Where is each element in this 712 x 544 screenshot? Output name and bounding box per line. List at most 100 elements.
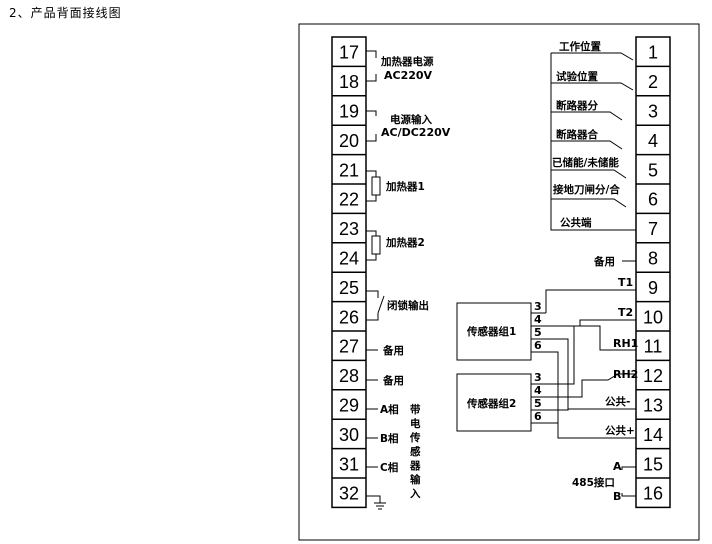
wire-4	[551, 140, 623, 150]
label-t2: T2	[618, 306, 633, 319]
wire-26	[366, 313, 379, 321]
sensor2-pin-6: 6	[534, 410, 542, 423]
terminal-21[interactable]: 21	[339, 160, 359, 180]
terminal-8[interactable]: 8	[648, 249, 658, 269]
label-rs485-b: B	[613, 490, 621, 503]
wire-32	[366, 495, 381, 503]
sensor1-pin-4: 4	[534, 313, 542, 326]
label-working-position: 工作位置	[559, 40, 601, 53]
sensor1-pin-6: 6	[534, 339, 542, 352]
sensor-wiring	[531, 289, 636, 439]
left-terminal-strip: 17 18 19 20 21 22 23 24 25 26 27 28 29 30 31 32	[331, 36, 367, 509]
sensor1-pin-5: 5	[534, 326, 542, 339]
terminal-32[interactable]: 32	[339, 484, 359, 504]
label-rs485-a: A	[613, 460, 622, 473]
heater2-resistor	[371, 235, 381, 255]
ground-icon	[374, 502, 386, 510]
wire-19	[366, 110, 377, 116]
diagram-frame	[298, 23, 700, 541]
label-sensor-group-1: 传感器组1	[466, 325, 516, 338]
wire-1	[551, 52, 634, 61]
label-breaker-close: 断路器合	[556, 128, 598, 141]
wire-6	[551, 198, 627, 208]
wire-2	[551, 82, 634, 91]
terminal-13[interactable]: 13	[643, 396, 663, 416]
label-rh1: RH1	[613, 337, 638, 350]
label-breaker-open: 断路器分	[556, 99, 598, 112]
label-test-position: 试验位置	[556, 70, 598, 83]
label-power-input: 电源输入	[390, 113, 432, 126]
label-spare-28: 备用	[382, 374, 404, 387]
label-heater-power-voltage: AC220V	[384, 69, 433, 82]
wire-7-common	[550, 53, 636, 231]
label-common: 公共端	[560, 216, 592, 229]
label-live-sensor-input: 带电传感器输入	[409, 403, 421, 500]
terminal-4[interactable]: 4	[648, 131, 658, 151]
label-t1: T1	[618, 276, 633, 289]
sensor2-pin-5: 5	[534, 397, 542, 410]
terminal-22[interactable]: 22	[339, 190, 359, 210]
terminal-18[interactable]: 18	[339, 72, 359, 92]
terminal-20[interactable]: 20	[339, 131, 359, 151]
terminal-24[interactable]: 24	[339, 249, 359, 269]
terminal-14[interactable]: 14	[643, 425, 663, 445]
terminal-25[interactable]: 25	[339, 278, 359, 298]
terminal-16[interactable]: 16	[643, 484, 663, 504]
terminal-1[interactable]: 1	[648, 43, 658, 63]
label-stored-energy: 已储能/未储能	[552, 156, 619, 169]
terminal-15[interactable]: 15	[643, 454, 663, 474]
wire-21-22	[366, 170, 377, 202]
terminal-9[interactable]: 9	[648, 278, 658, 298]
sensor-group-1-box	[456, 302, 532, 361]
terminal-26[interactable]: 26	[339, 307, 359, 327]
label-heater1: 加热器1	[385, 180, 425, 193]
terminal-29[interactable]: 29	[339, 396, 359, 416]
terminal-17[interactable]: 17	[339, 43, 359, 63]
wire-20	[366, 134, 377, 142]
sensor2-pin-3: 3	[534, 371, 542, 384]
wire-18	[366, 74, 377, 82]
wire-17	[366, 50, 377, 58]
label-sensor-group-2: 传感器组2	[466, 397, 516, 410]
label-common-plus: 公共+	[605, 424, 635, 437]
label-phase-b: B相	[380, 432, 399, 445]
terminal-27[interactable]: 27	[339, 337, 359, 357]
terminal-12[interactable]: 12	[643, 366, 663, 386]
label-power-input-voltage: AC/DC220V	[381, 126, 451, 139]
wire-5	[551, 169, 627, 179]
terminal-31[interactable]: 31	[339, 454, 359, 474]
terminal-6[interactable]: 6	[648, 190, 658, 210]
label-phase-c: C相	[380, 461, 398, 474]
terminal-28[interactable]: 28	[339, 366, 359, 386]
terminal-3[interactable]: 3	[648, 102, 658, 122]
label-spare-8: 备用	[593, 255, 615, 268]
label-lock-output: 闭锁输出	[387, 299, 429, 312]
wire-16	[621, 493, 636, 497]
page-title: 2、产品背面接线图	[9, 6, 122, 20]
sensor1-pin-3: 3	[534, 300, 542, 313]
terminal-10[interactable]: 10	[643, 307, 663, 327]
label-heater2: 加热器2	[385, 236, 425, 249]
sensor-group-2-box	[456, 373, 532, 432]
terminal-7[interactable]: 7	[648, 219, 658, 239]
wire-25	[366, 290, 379, 298]
terminal-19[interactable]: 19	[339, 102, 359, 122]
label-spare-27: 备用	[382, 344, 404, 357]
terminal-2[interactable]: 2	[648, 72, 658, 92]
terminal-5[interactable]: 5	[648, 160, 658, 180]
wire-3	[551, 111, 623, 121]
wire-23-24	[366, 230, 377, 261]
terminal-23[interactable]: 23	[339, 219, 359, 239]
label-heater-power: 加热器电源	[380, 55, 434, 68]
terminal-30[interactable]: 30	[339, 425, 359, 445]
label-earth-switch: 接地刀闸分/合	[553, 183, 620, 196]
terminal-11[interactable]: 11	[644, 337, 663, 357]
sensor2-pin-4: 4	[534, 384, 542, 397]
wire-15	[621, 466, 636, 470]
label-rs485: 485接口	[572, 476, 615, 489]
label-rh2: RH2	[613, 368, 638, 381]
lock-switch-contact	[377, 295, 385, 314]
label-phase-a: A相	[380, 403, 399, 416]
